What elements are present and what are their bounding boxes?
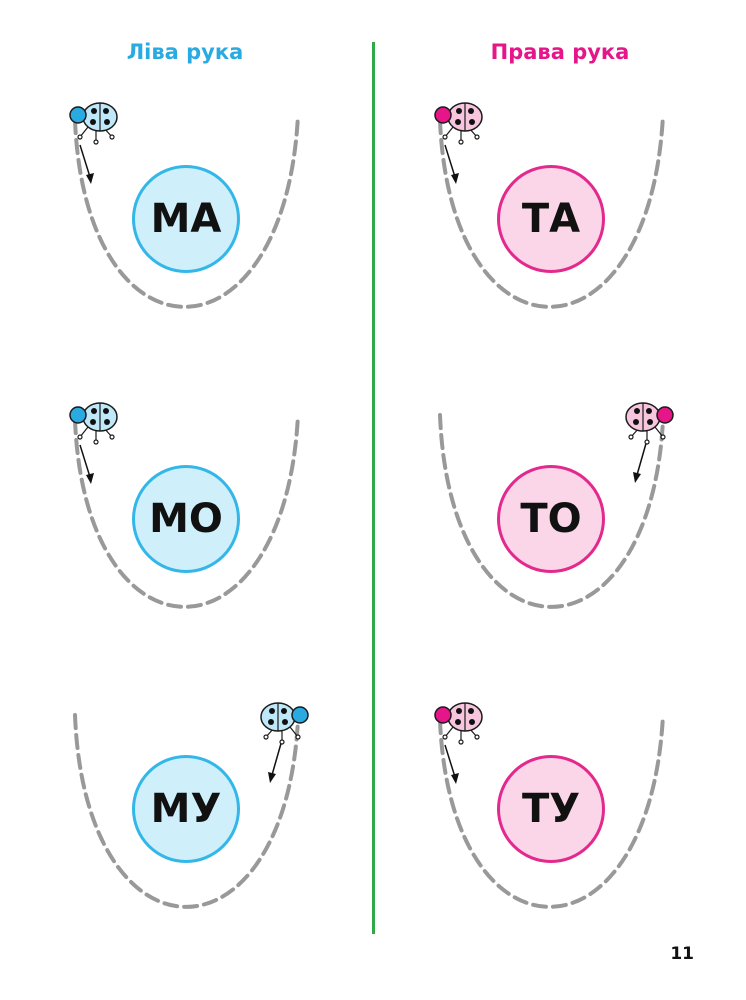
arrow-down-icon	[444, 144, 459, 184]
ladybug-icon	[260, 702, 309, 745]
page-number: 11	[670, 944, 694, 964]
arrow-down-icon	[268, 739, 283, 783]
tracing-exercise-right-1: ТА	[425, 95, 725, 395]
heading-left-hand: Ліва рука	[126, 40, 244, 64]
arrow-down-icon	[444, 744, 459, 784]
dashed-trace-path[interactable]	[425, 395, 725, 695]
tracing-exercise-left-1: МА	[60, 95, 360, 395]
ladybug-icon	[434, 102, 483, 145]
tracing-exercise-right-3: ТУ	[425, 695, 725, 995]
tracing-exercise-left-2: МО	[60, 395, 360, 695]
syllable-circle: ТА	[497, 165, 605, 273]
arrow-down-icon	[79, 144, 94, 184]
ladybug-icon	[69, 102, 118, 145]
dashed-trace-path[interactable]	[425, 95, 725, 395]
arrow-down-icon	[633, 439, 648, 483]
syllable-circle: ТО	[497, 465, 605, 573]
dashed-trace-path[interactable]	[425, 695, 725, 995]
dashed-trace-path[interactable]	[60, 695, 360, 995]
ladybug-icon	[69, 402, 118, 445]
dashed-trace-path[interactable]	[60, 95, 360, 395]
arrow-down-icon	[79, 444, 94, 484]
syllable-circle: ТУ	[497, 755, 605, 863]
syllable-circle: МО	[132, 465, 240, 573]
heading-right-hand: Права рука	[490, 40, 630, 64]
ladybug-icon	[625, 402, 674, 445]
column-divider	[372, 42, 375, 934]
tracing-exercise-left-3: МУ	[60, 695, 360, 995]
tracing-exercise-right-2: ТО	[425, 395, 725, 695]
syllable-circle: МА	[132, 165, 240, 273]
ladybug-icon	[434, 702, 483, 745]
dashed-trace-path[interactable]	[60, 395, 360, 695]
syllable-circle: МУ	[132, 755, 240, 863]
